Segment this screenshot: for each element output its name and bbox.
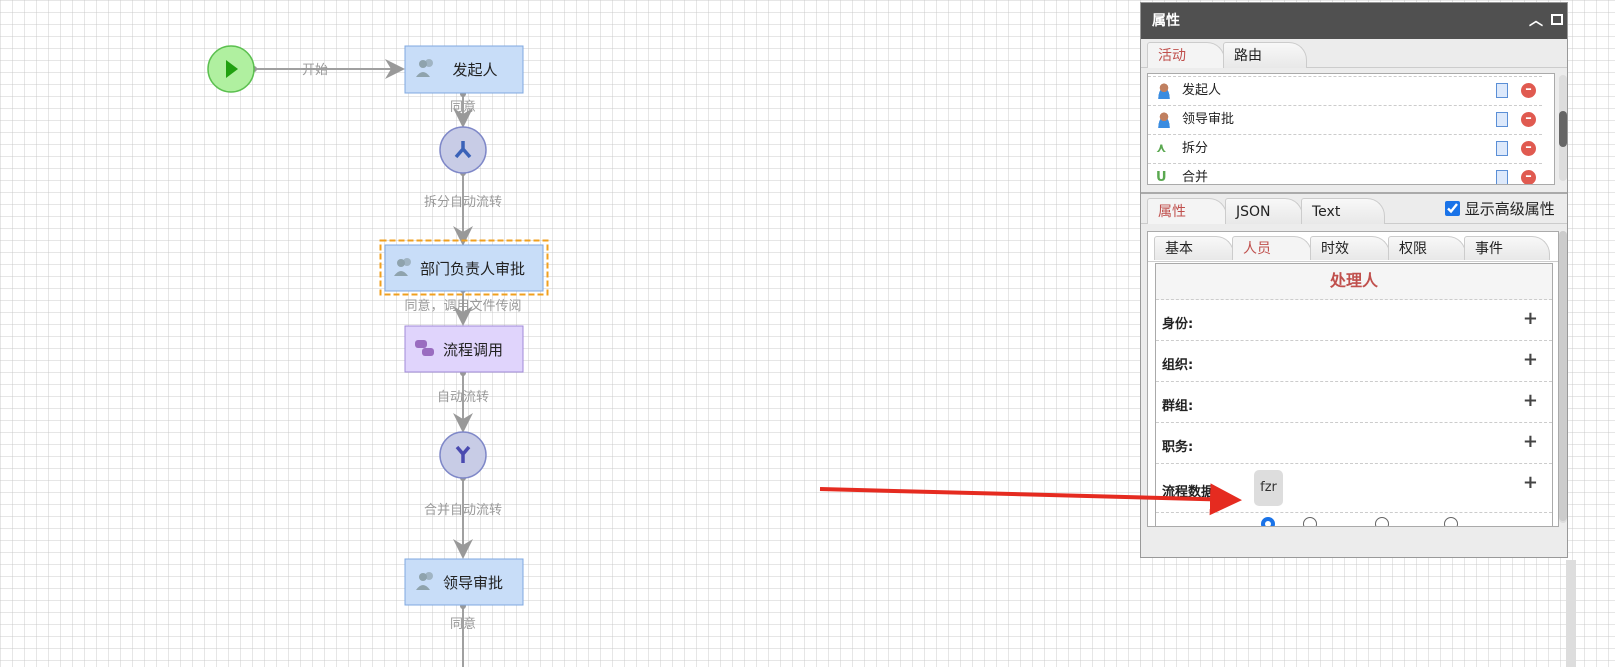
add-organization-button[interactable]: +	[1522, 349, 1538, 370]
node-subprocess[interactable]: 流程调用	[404, 325, 524, 373]
handler-section: 处理人 身份: + 组织: + 群组: + 职务: + 流程数据: fzr +	[1155, 263, 1553, 526]
edge-label-agree-call: 同意，调用文件传阅	[404, 298, 521, 314]
users-icon	[394, 258, 411, 276]
process-data-chip[interactable]: fzr	[1254, 470, 1283, 506]
tab-text[interactable]: Text	[1301, 198, 1385, 224]
activity-name: 发起人	[1182, 83, 1222, 98]
section-title: 处理人	[1156, 264, 1552, 300]
node-dept-approval[interactable]: 部门负责人审批	[384, 244, 544, 292]
node-label: 部门负责人审批	[420, 260, 525, 278]
activity-name: 合并	[1182, 170, 1209, 185]
user-icon	[1156, 83, 1172, 99]
edge-label-start: 开始	[302, 63, 328, 78]
list-scrollbar[interactable]	[1559, 75, 1567, 181]
field-duty: 职务: +	[1156, 423, 1552, 464]
activity-route-tabs: 活动 路由	[1141, 42, 1567, 68]
page-scrollbar[interactable]	[1566, 560, 1576, 667]
radio-option-2[interactable]	[1303, 517, 1317, 526]
radio-option-4[interactable]	[1444, 517, 1458, 526]
add-duty-button[interactable]: +	[1522, 431, 1538, 452]
field-organization: 组织: +	[1156, 341, 1552, 382]
users-icon	[416, 572, 433, 590]
field-label: 身份:	[1162, 317, 1194, 332]
edge-label-agree2: 同意	[450, 616, 476, 632]
field-label: 职务:	[1162, 440, 1194, 455]
tab-basic[interactable]: 基本	[1154, 236, 1234, 260]
activity-name: 拆分	[1182, 141, 1209, 156]
remove-icon[interactable]: –	[1521, 112, 1536, 127]
advanced-checkbox[interactable]	[1445, 201, 1460, 216]
tab-json[interactable]: JSON	[1225, 198, 1303, 224]
advanced-label: 显示高级属性	[1464, 200, 1555, 218]
radio-option-3[interactable]	[1375, 517, 1389, 526]
tab-events[interactable]: 事件	[1464, 236, 1550, 260]
node-leader-approval[interactable]: 领导审批	[404, 558, 524, 606]
field-label: 群组:	[1162, 399, 1194, 414]
copy-icon[interactable]	[1496, 112, 1508, 127]
edge-label-join-auto: 合并自动流转	[424, 503, 502, 518]
tab-timeliness[interactable]: 时效	[1310, 236, 1390, 260]
radio-row	[1156, 513, 1552, 526]
node-label: 发起人	[452, 61, 497, 79]
edge-label-auto: 自动流转	[437, 390, 489, 405]
maximize-icon[interactable]	[1551, 14, 1563, 25]
property-tabs: 属性 JSON Text 显示高级属性	[1141, 198, 1567, 224]
list-item[interactable]: U 合并 –	[1148, 163, 1542, 185]
edge-label-agree1: 同意	[450, 99, 476, 115]
copy-icon[interactable]	[1496, 170, 1508, 184]
subprocess-icon	[415, 340, 434, 356]
advanced-toggle[interactable]: 显示高级属性	[1445, 198, 1555, 220]
tab-properties[interactable]: 属性	[1147, 198, 1227, 224]
list-item[interactable]: ⋏ 拆分 –	[1148, 134, 1542, 163]
radio-option-1[interactable]	[1261, 517, 1275, 526]
add-identity-button[interactable]: +	[1522, 308, 1538, 329]
field-label: 流程数据:	[1162, 485, 1220, 500]
split-icon: ⋏	[1156, 141, 1167, 156]
add-process-data-button[interactable]: +	[1522, 472, 1538, 493]
selection-outline	[379, 239, 549, 296]
list-item[interactable]: 领导审批 –	[1148, 105, 1542, 134]
copy-icon[interactable]	[1496, 83, 1508, 98]
node-initiator[interactable]: 发起人	[404, 45, 524, 94]
activity-name: 领导审批	[1182, 112, 1235, 127]
remove-icon[interactable]: –	[1521, 141, 1536, 156]
add-group-button[interactable]: +	[1522, 390, 1538, 411]
edge-label-split-auto: 拆分自动流转	[424, 195, 502, 210]
node-label: 领导审批	[443, 574, 503, 592]
editor-scrollbar[interactable]	[1559, 231, 1567, 523]
field-group: 群组: +	[1156, 382, 1552, 423]
node-label: 流程调用	[443, 341, 503, 359]
activity-list: 发起人 – 领导审批 – ⋏ 拆分 – U 合并 –	[1147, 73, 1555, 185]
play-icon	[226, 60, 238, 78]
tab-route[interactable]: 路由	[1223, 42, 1307, 68]
tab-permissions[interactable]: 权限	[1388, 236, 1466, 260]
copy-icon[interactable]	[1496, 141, 1508, 156]
panel-title: 属性	[1152, 13, 1180, 29]
field-process-data: 流程数据: fzr +	[1156, 464, 1552, 513]
field-label: 组织:	[1162, 358, 1194, 373]
sub-tabs: 基本 人员 时效 权限 事件	[1148, 236, 1558, 262]
field-identity: 身份: +	[1156, 300, 1552, 341]
start-node[interactable]	[207, 45, 255, 93]
tab-personnel[interactable]: 人员	[1232, 236, 1312, 260]
split-node[interactable]	[439, 126, 487, 174]
user-icon	[1156, 112, 1172, 128]
split-icon	[454, 141, 472, 159]
join-icon: U	[1156, 170, 1167, 185]
property-editor: 基本 人员 时效 权限 事件 处理人 身份: + 组织: + 群组: + 职务: + 流…	[1147, 231, 1559, 527]
join-icon	[455, 445, 471, 463]
users-icon	[416, 59, 433, 77]
collapse-icon[interactable]: ︿	[1529, 13, 1543, 29]
properties-panel: 属性 ︿ 活动 路由 发起人 – 领导审批 – ⋏ 拆分 – U 合并 – 属性…	[1140, 2, 1568, 558]
divider	[1141, 192, 1567, 194]
panel-header: 属性 ︿	[1141, 3, 1567, 39]
remove-icon[interactable]: –	[1521, 170, 1536, 184]
join-node[interactable]	[439, 431, 487, 479]
tab-activity[interactable]: 活动	[1147, 42, 1225, 68]
list-item[interactable]: 发起人 –	[1148, 76, 1542, 105]
edges	[254, 59, 473, 667]
remove-icon[interactable]: –	[1521, 83, 1536, 98]
